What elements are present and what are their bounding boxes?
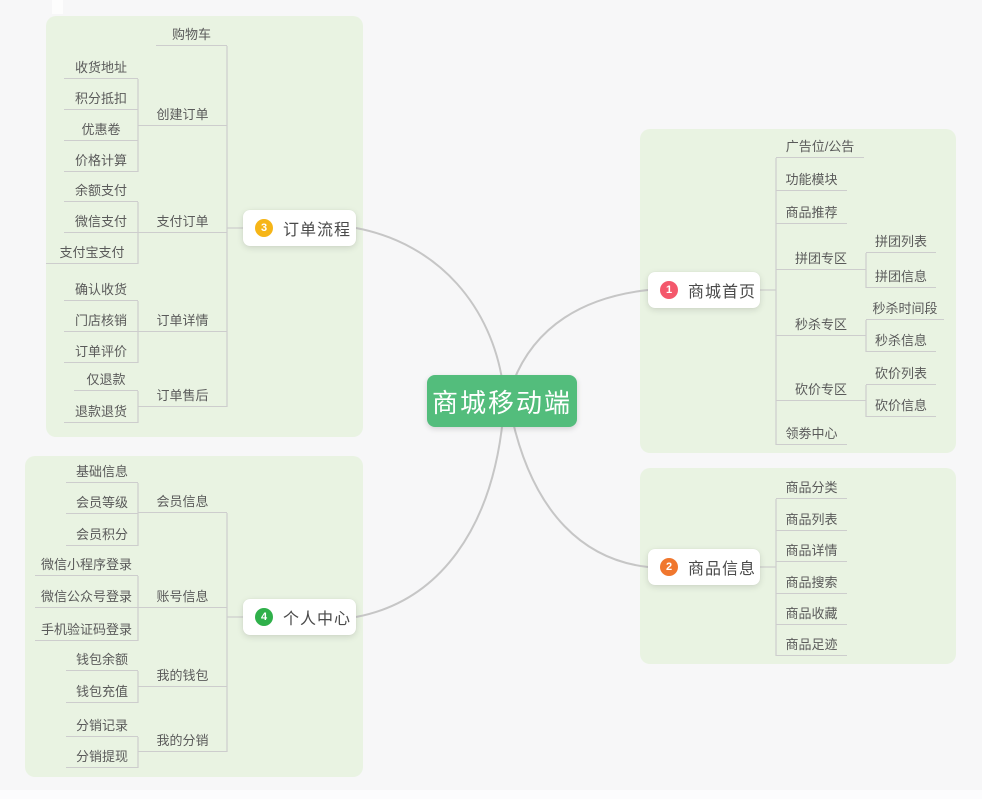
branch-node-order-flow[interactable]: 3 订单流程 [243, 210, 356, 246]
tree-node-label[interactable]: 商品足迹 [776, 636, 847, 656]
root-to-mall-home [511, 289, 649, 386]
canvas-top-notch [52, 0, 63, 14]
root-to-personal-center [355, 417, 504, 618]
tree-node-label[interactable]: 仅退款 [74, 371, 138, 391]
tree-node-label[interactable]: 基础信息 [66, 463, 138, 483]
tree-node-label[interactable]: 优惠卷 [64, 121, 138, 141]
tree-node-label[interactable]: 支付订单 [138, 213, 227, 233]
tree-node-label[interactable]: 支付宝支付 [46, 244, 138, 264]
tree-node-label[interactable]: 微信支付 [64, 213, 138, 233]
tree-node-label[interactable]: 会员信息 [138, 493, 227, 513]
tree-node-label[interactable]: 积分抵扣 [64, 90, 138, 110]
tree-node-label[interactable]: 功能模块 [776, 171, 847, 191]
tree-node-label[interactable]: 门店核销 [64, 312, 138, 332]
tree-node-label[interactable]: 砍价信息 [866, 397, 936, 417]
branch-node-mall-home[interactable]: 1 商城首页 [648, 272, 760, 308]
tree-node-label[interactable]: 购物车 [156, 26, 227, 46]
tree-node-label[interactable]: 商品列表 [776, 511, 847, 531]
canvas-bottom-strip [0, 790, 982, 799]
tree-node-label[interactable]: 砍价专区 [776, 381, 866, 401]
tree-node-label[interactable]: 微信公众号登录 [35, 588, 138, 608]
tree-node-label[interactable]: 拼团专区 [776, 250, 866, 270]
branch-node-title: 个人中心 [283, 611, 352, 628]
tree-node-label[interactable]: 广告位/公告 [776, 138, 864, 158]
tree-node-label[interactable]: 退款退货 [64, 403, 138, 423]
tree-node-label[interactable]: 余额支付 [64, 182, 138, 202]
branch-number-badge: 2 [660, 558, 678, 576]
tree-node-label[interactable]: 订单详情 [138, 312, 227, 332]
tree-node-label[interactable]: 商品详情 [776, 542, 847, 562]
tree-node-label[interactable]: 商品收藏 [776, 605, 847, 625]
tree-node-label[interactable]: 订单售后 [138, 387, 227, 407]
branch-number-badge: 1 [660, 281, 678, 299]
branch-number-badge: 4 [255, 608, 273, 626]
tree-node-label[interactable]: 会员积分 [66, 526, 138, 546]
tree-node-label[interactable]: 手机验证码登录 [35, 621, 138, 641]
tree-node-label[interactable]: 砍价列表 [866, 365, 936, 385]
tree-node-label[interactable]: 钱包余额 [66, 651, 138, 671]
tree-node-label[interactable]: 我的分销 [138, 732, 227, 752]
tree-node-label[interactable]: 秒杀信息 [866, 332, 936, 352]
tree-node-label[interactable]: 钱包充值 [66, 683, 138, 703]
tree-node-label[interactable]: 我的钱包 [138, 667, 227, 687]
tree-node-label[interactable]: 分销提现 [66, 748, 138, 768]
tree-node-label[interactable]: 价格计算 [64, 152, 138, 172]
tree-node-label[interactable]: 收货地址 [64, 59, 138, 79]
branch-node-title: 商品信息 [688, 561, 757, 578]
root-to-order-flow [355, 227, 504, 386]
branch-number-badge: 3 [255, 219, 273, 237]
branch-node-title: 订单流程 [283, 222, 352, 239]
branch-node-product-info[interactable]: 2 商品信息 [648, 549, 760, 585]
tree-node-label[interactable]: 确认收货 [64, 281, 138, 301]
tree-node-label[interactable]: 领劵中心 [776, 425, 847, 445]
root-node-mall-mobile[interactable]: 商城移动端 [427, 375, 577, 427]
tree-node-label[interactable]: 拼团列表 [866, 233, 936, 253]
tree-node-label[interactable]: 商品推荐 [776, 204, 847, 224]
tree-node-label[interactable]: 商品搜索 [776, 574, 847, 594]
tree-node-label[interactable]: 创建订单 [138, 106, 227, 126]
tree-node-label[interactable]: 会员等级 [66, 494, 138, 514]
root-to-product-info [511, 417, 649, 568]
tree-node-label[interactable]: 分销记录 [66, 717, 138, 737]
tree-node-label[interactable]: 秒杀时间段 [866, 300, 944, 320]
tree-node-label[interactable]: 秒杀专区 [776, 316, 866, 336]
tree-node-label[interactable]: 拼团信息 [866, 268, 936, 288]
tree-node-label[interactable]: 订单评价 [64, 343, 138, 363]
branch-node-title: 商城首页 [688, 284, 757, 301]
tree-node-label[interactable]: 商品分类 [776, 479, 847, 499]
tree-node-label[interactable]: 微信小程序登录 [35, 556, 138, 576]
branch-node-personal-center[interactable]: 4 个人中心 [243, 599, 356, 635]
tree-node-label[interactable]: 账号信息 [138, 588, 227, 608]
